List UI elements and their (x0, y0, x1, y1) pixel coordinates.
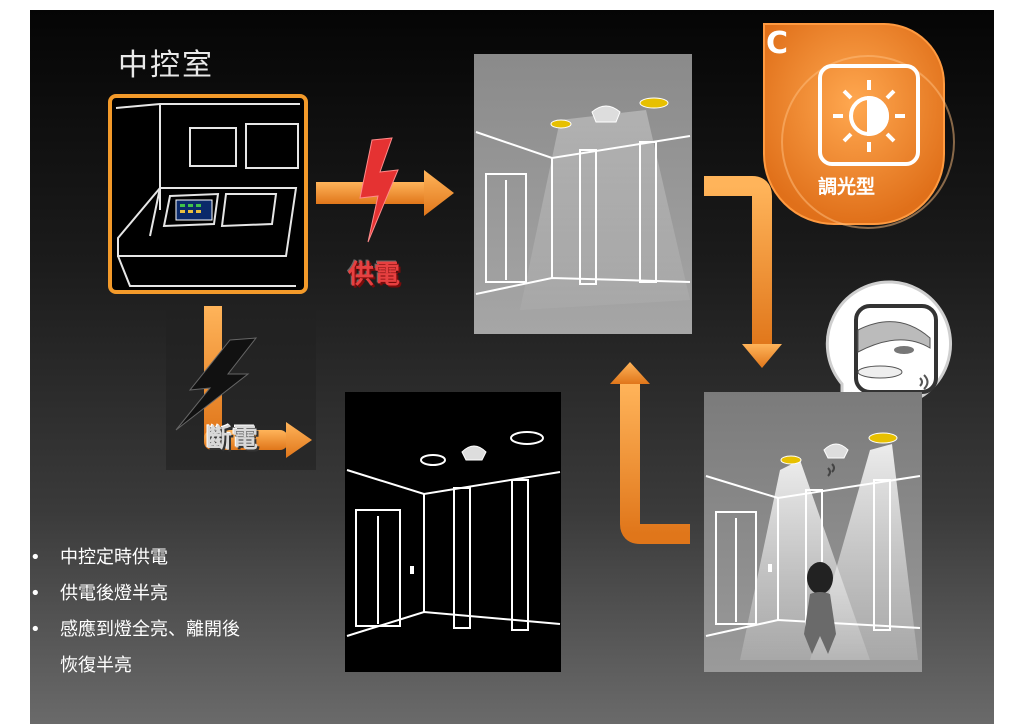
room-dark-illustration (345, 392, 561, 672)
room-full-lit-illustration (704, 392, 922, 672)
bullet-continuation-text: 恢復半亮 (60, 655, 132, 676)
power-supply-label: 供電 (348, 260, 401, 290)
lightning-icon (175, 337, 258, 431)
control-room-illustration (108, 94, 308, 294)
badge-letter: C (766, 26, 789, 61)
down-arrow (704, 176, 782, 368)
bullet-item: 感應到燈全亮、離開後 (30, 612, 240, 648)
dimmer-badge (763, 23, 955, 229)
page-title: 中控室 (118, 48, 214, 83)
up-arrow (610, 362, 690, 544)
bullet-list: 中控定時供電 供電後燈半亮 感應到燈全亮、離開後 恢復半亮 (30, 540, 240, 684)
sun-icon (833, 80, 905, 152)
sensor-icon (857, 321, 931, 390)
room-half-lit-illustration (474, 54, 692, 334)
bullet-item: 供電後燈半亮 (30, 576, 240, 612)
bullet-item: 中控定時供電 (30, 540, 240, 576)
cut-arrow (166, 306, 316, 470)
badge-caption: 調光型 (818, 176, 876, 198)
power-cut-label: 斷電 (206, 424, 259, 454)
lightning-icon (359, 137, 399, 243)
bullet-item-continued: 恢復半亮 (30, 648, 240, 684)
person-icon (804, 562, 836, 654)
